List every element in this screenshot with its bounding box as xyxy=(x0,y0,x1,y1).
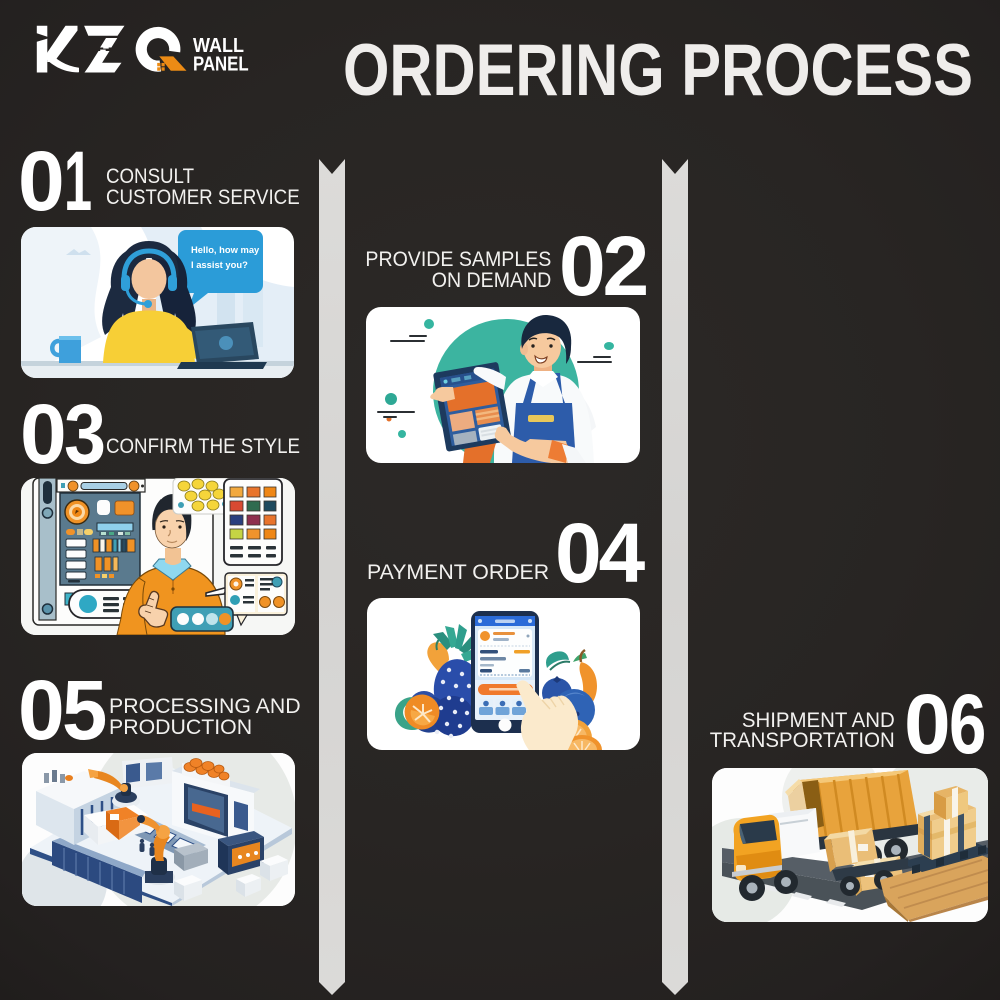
svg-text:I assist you?: I assist you? xyxy=(191,259,248,270)
svg-text:PANEL: PANEL xyxy=(193,52,249,75)
svg-text:WALL: WALL xyxy=(193,35,244,57)
svg-text:Hello, how may: Hello, how may xyxy=(191,244,260,255)
